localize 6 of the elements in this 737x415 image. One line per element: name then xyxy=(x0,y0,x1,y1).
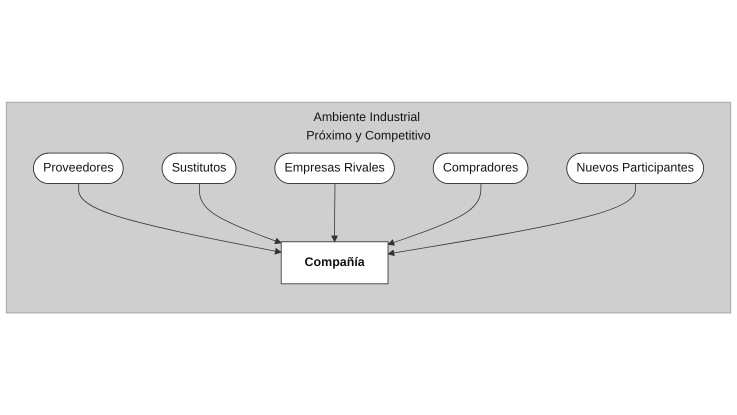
arrow xyxy=(388,183,482,246)
arrow xyxy=(388,183,636,256)
arrow xyxy=(78,183,282,254)
arrow xyxy=(331,183,338,242)
arrow xyxy=(198,183,282,244)
node-box: Compañía xyxy=(280,241,388,284)
